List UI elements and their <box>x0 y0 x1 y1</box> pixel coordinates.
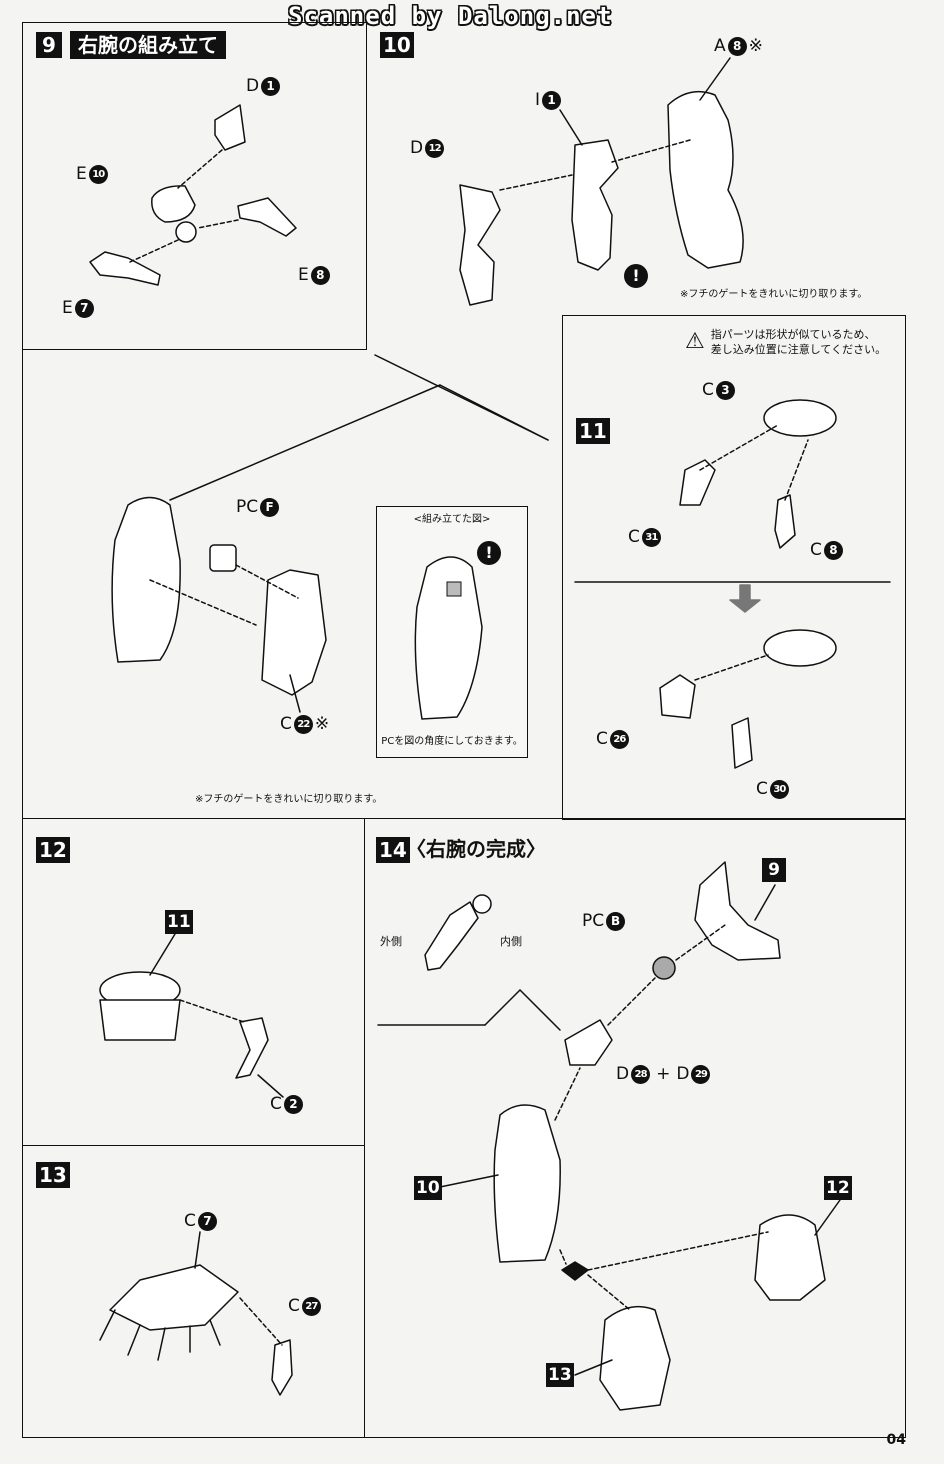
step-10-number: 10 <box>380 32 414 58</box>
ref-step-9-badge: 9 <box>762 858 786 882</box>
ref-step-12-badge: 12 <box>824 1176 852 1200</box>
warning-triangle-icon: ⚠ <box>685 329 705 354</box>
inset-caption: PCを図の角度にしておきます。 <box>381 736 523 747</box>
outer-side-label: 外側 <box>380 935 402 948</box>
scan-watermark: Scanned by Dalong.net <box>288 2 613 30</box>
step-9-number: 9 <box>36 32 62 58</box>
step-9-title: 右腕の組み立て <box>70 31 226 59</box>
gate-note-top: ※フチのゲートをきれいに切り取ります。 <box>680 289 868 300</box>
step-13-number: 13 <box>36 1162 70 1188</box>
fingers-warning: ⚠ 指パーツは形状が似ているため、 差し込み位置に注意してください。 <box>685 328 887 356</box>
ref-step-11-badge: 11 <box>165 910 193 934</box>
step-12-panel <box>22 818 365 1146</box>
step-11-number: 11 <box>576 418 610 444</box>
assembled-arm-drawing <box>414 556 483 720</box>
main-panel <box>22 22 906 819</box>
ref-step-10-badge: 10 <box>414 1176 442 1200</box>
inner-side-label: 内側 <box>500 935 522 948</box>
step-11-panel <box>562 315 906 820</box>
ref-step-13-badge: 13 <box>546 1363 574 1387</box>
step-14-title: 〈右腕の完成〉 <box>406 837 546 861</box>
inset-caution-icon: ! <box>477 541 501 565</box>
caution-icon: ! <box>624 264 648 288</box>
inset-title: <組み立てた図> <box>413 514 491 525</box>
page-number: 04 <box>886 1432 906 1448</box>
gate-note-bottom: ※フチのゲートをきれいに切り取ります。 <box>195 794 383 805</box>
step-12-number: 12 <box>36 837 70 863</box>
step-14-number: 14 <box>376 837 410 863</box>
step-14-panel <box>364 818 906 1438</box>
step-13-panel <box>22 1145 365 1438</box>
assembled-view-inset: <組み立てた図> ! PCを図の角度にしておきます。 <box>376 506 528 758</box>
